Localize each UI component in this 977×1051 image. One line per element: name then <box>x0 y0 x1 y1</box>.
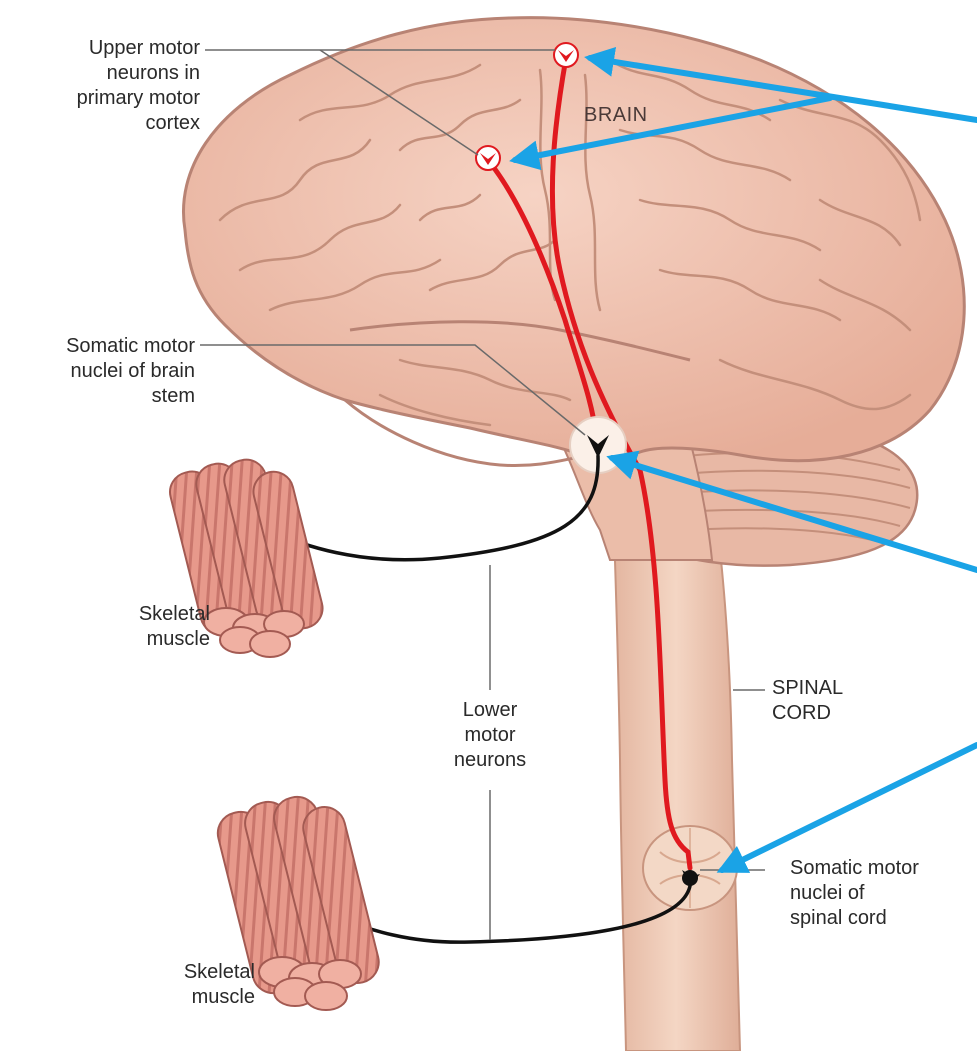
label-spinal-cord: SPINAL CORD <box>772 676 922 726</box>
cerebrum <box>183 18 964 461</box>
label-skeletal-muscle-top: Skeletal muscle <box>60 602 210 652</box>
label-upper-motor-neurons: Upper motor neurons in primary motor cor… <box>10 36 200 136</box>
label-somatic-motor-nuclei-brain-stem: Somatic motor nuclei of brain stem <box>5 334 195 409</box>
label-lower-motor-neurons: Lower motor neurons <box>425 698 555 773</box>
label-brain: BRAIN <box>584 104 648 127</box>
label-somatic-motor-nuclei-spinal-cord: Somatic motor nuclei of spinal cord <box>790 856 975 931</box>
label-skeletal-muscle-bottom: Skeletal muscle <box>100 960 255 1010</box>
